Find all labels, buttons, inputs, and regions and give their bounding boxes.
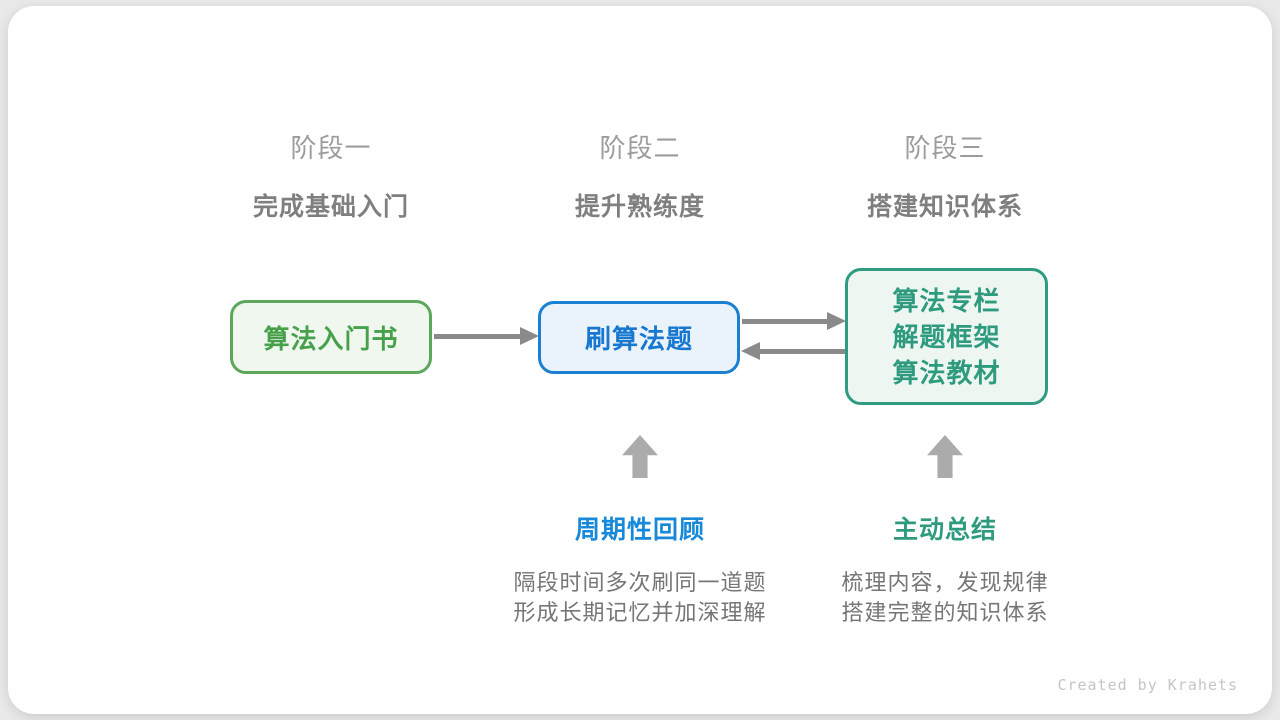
annotation-periodic-review: 周期性回顾 隔段时间多次刷同一道题 形成长期记忆并加深理解 <box>470 510 810 628</box>
node-resource-line-2: 解题框架 <box>892 321 1001 352</box>
stage-1-header: 阶段一 完成基础入门 <box>171 128 491 223</box>
annotation-periodic-review-label: 周期性回顾 <box>574 516 705 544</box>
node-knowledge-resources: 算法专栏 解题框架 算法教材 <box>845 268 1048 405</box>
stage-3-label: 阶段三 <box>904 133 986 163</box>
desc-line-1: 梳理内容，发现规律 <box>841 570 1049 595</box>
node-intro-book: 算法入门书 <box>230 300 432 374</box>
stage-2-label: 阶段二 <box>599 133 681 163</box>
desc-line-2: 搭建完整的知识体系 <box>841 600 1049 625</box>
node-intro-book-title: 算法入门书 <box>263 323 399 354</box>
stage-3-subtitle: 搭建知识体系 <box>866 193 1023 221</box>
desc-line-2: 形成长期记忆并加深理解 <box>513 600 767 625</box>
annotation-periodic-review-desc: 隔段时间多次刷同一道题 形成长期记忆并加深理解 <box>470 568 810 628</box>
annotation-active-summary-label: 主动总结 <box>892 516 997 544</box>
arrow-right-icon <box>434 327 539 345</box>
stage-2-subtitle: 提升熟练度 <box>574 193 705 221</box>
arrow-left-icon <box>741 342 845 360</box>
stage-1-subtitle: 完成基础入门 <box>252 193 409 221</box>
stage-1-label: 阶段一 <box>290 133 372 163</box>
desc-line-1: 隔段时间多次刷同一道题 <box>513 570 767 595</box>
annotation-active-summary-desc: 梳理内容，发现规律 搭建完整的知识体系 <box>775 568 1115 628</box>
node-practice-problems: 刷算法题 <box>538 301 740 374</box>
arrow-right-icon <box>742 312 846 330</box>
node-resource-line-3: 算法教材 <box>892 357 1001 388</box>
stage-3-header: 阶段三 搭建知识体系 <box>785 128 1105 223</box>
node-resource-line-1: 算法专栏 <box>892 285 1001 316</box>
annotation-active-summary: 主动总结 梳理内容，发现规律 搭建完整的知识体系 <box>775 510 1115 628</box>
credit-text: Created by Krahets <box>1057 676 1238 694</box>
stage-2-header: 阶段二 提升熟练度 <box>480 128 800 223</box>
node-practice-problems-title: 刷算法题 <box>584 324 693 354</box>
